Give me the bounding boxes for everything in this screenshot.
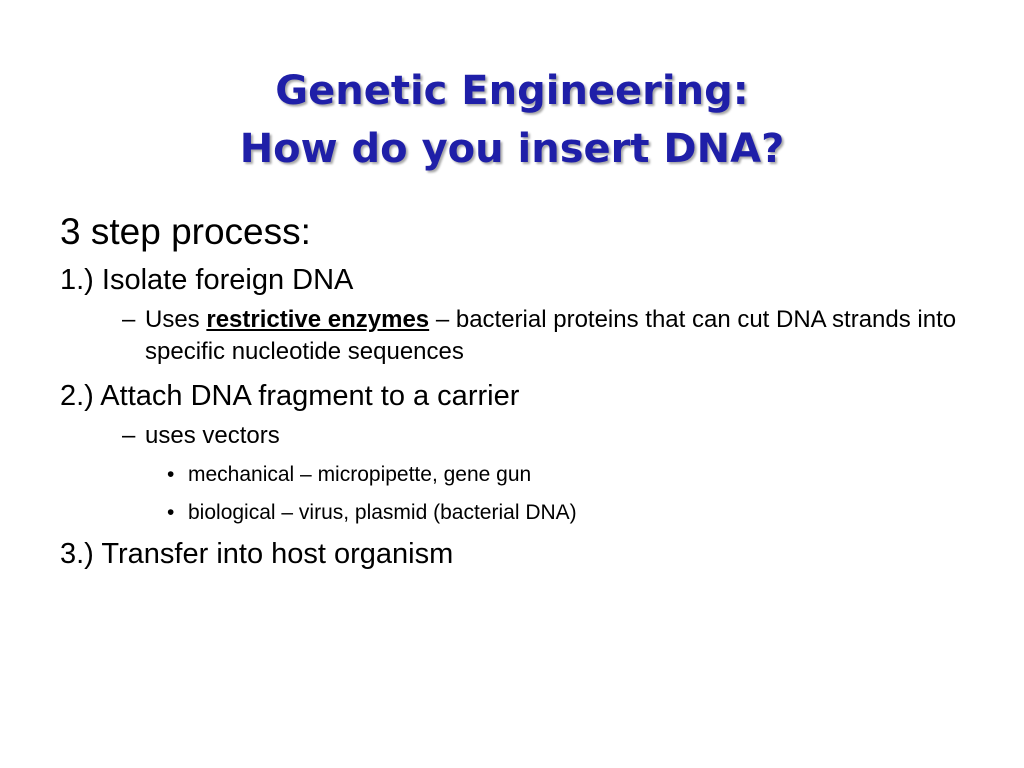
round-bullet: • [167, 463, 175, 486]
round-bullet: • [167, 501, 175, 524]
step-2-detail: – uses vectors [60, 420, 960, 452]
step-1-detail-rest: – bacterial proteins that can cut DNA st… [145, 306, 957, 365]
vector-bullet-mechanical: • mechanical – micropipette, gene gun [60, 460, 960, 490]
title-line-1: Genetic Engineering: [275, 68, 749, 114]
slide-title: Genetic Engineering: How do you insert D… [60, 62, 964, 178]
title-line-2: How do you insert DNA? [239, 126, 785, 172]
step-1: 1.) Isolate foreign DNA [60, 264, 354, 296]
vector-bullet-text: mechanical – micropipette, gene gun [188, 463, 532, 486]
dash-bullet: – [122, 422, 136, 449]
step-3: 3.) Transfer into host organism [60, 538, 454, 570]
slide-body: 3 step process: 1.) Isolate foreign DNA … [60, 210, 960, 578]
step-2: 2.) Attach DNA fragment to a carrier [60, 380, 520, 412]
vector-bullet-biological: • biological – virus, plasmid (bacterial… [60, 498, 960, 528]
restrictive-enzymes-term: restrictive enzymes [206, 306, 430, 333]
intro-text: 3 step process: [60, 211, 311, 252]
step-1-detail-prefix: Uses [145, 306, 207, 333]
vector-bullet-text: biological – virus, plasmid (bacterial D… [188, 501, 577, 524]
step-2-detail-text: uses vectors [145, 422, 280, 449]
step-1-detail: – Uses restrictive enzymes – bacterial p… [60, 304, 960, 368]
dash-bullet: – [122, 306, 136, 333]
